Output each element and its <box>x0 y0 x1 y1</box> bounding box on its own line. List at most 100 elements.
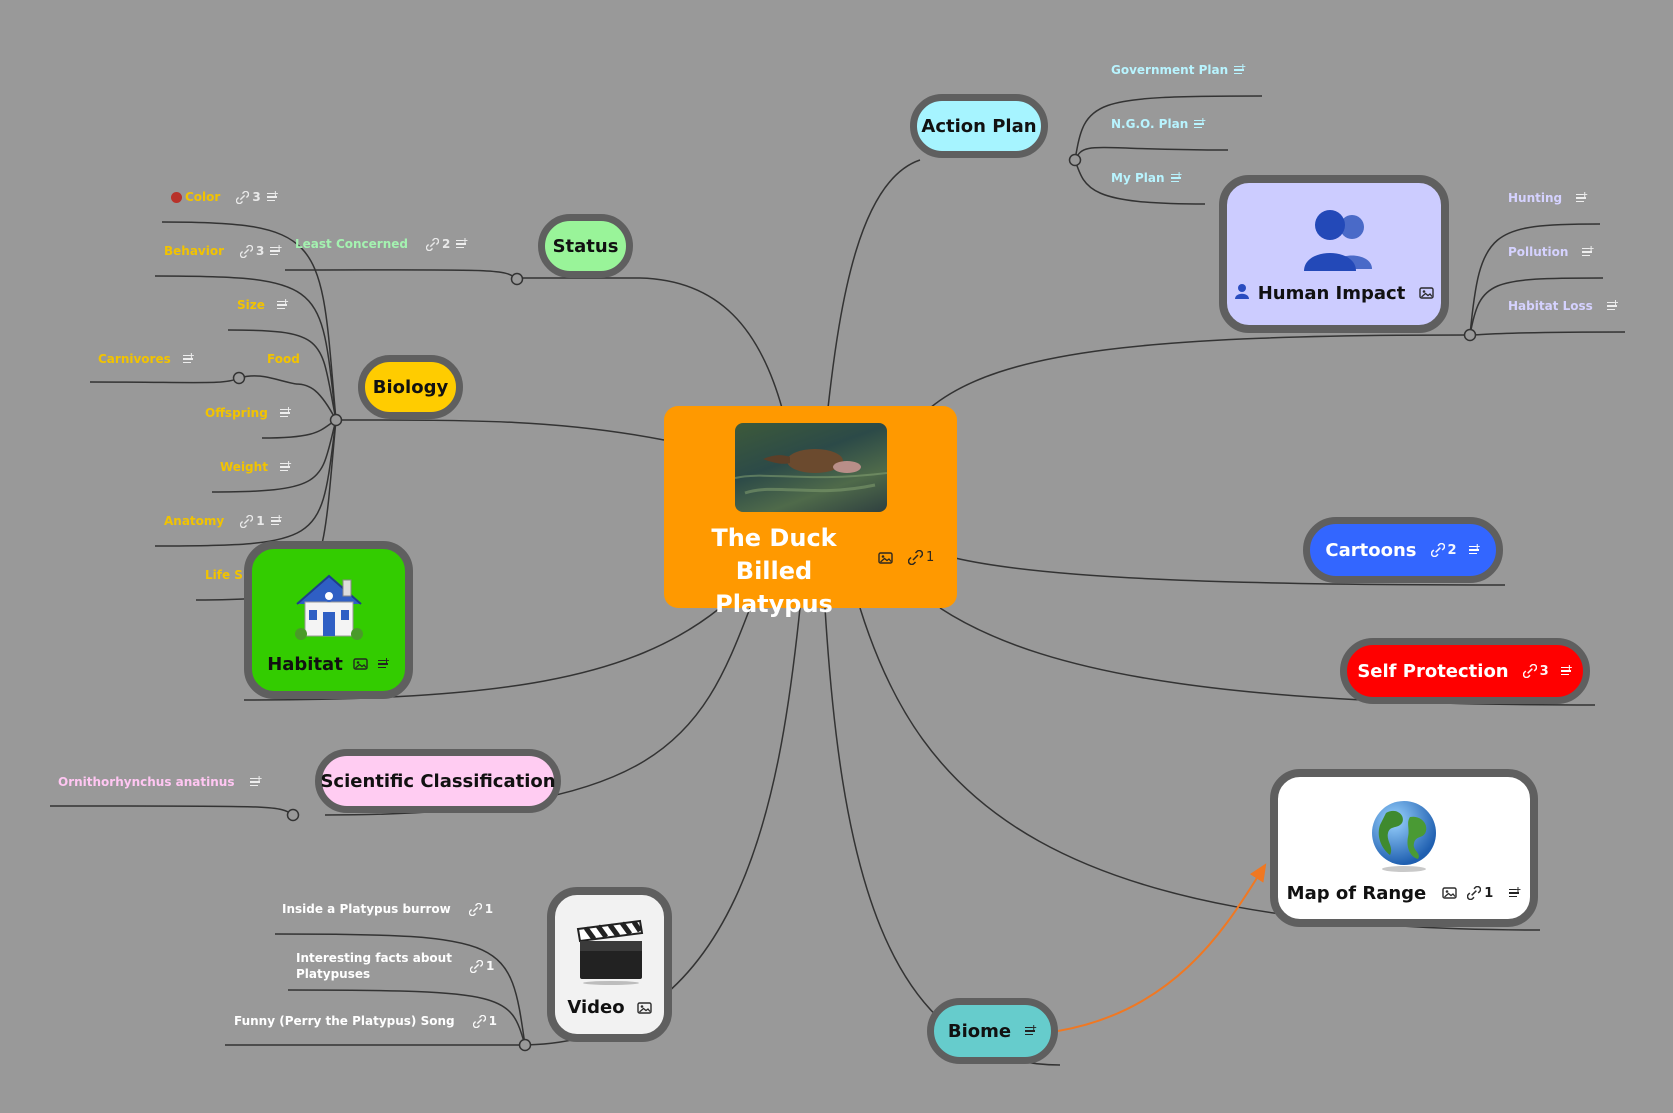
notes-icon[interactable]: + <box>1170 170 1183 184</box>
attachment-icon[interactable]: 2 <box>425 237 450 251</box>
image-icon[interactable] <box>1442 887 1457 899</box>
leaf-label-line1: Interesting facts about <box>296 951 452 965</box>
topic-biome-label: Biome <box>947 1020 1012 1042</box>
attachment-icon[interactable]: 1 <box>468 902 493 916</box>
leaf-pollution[interactable]: Pollution + <box>1508 244 1594 259</box>
attachment-icon[interactable]: 1 <box>472 1014 497 1028</box>
leaf-anatomy[interactable]: Anatomy 1 + <box>164 513 283 528</box>
topic-biome[interactable]: Biome + <box>927 998 1058 1064</box>
topic-video[interactable]: Video <box>547 887 672 1042</box>
notes-icon[interactable]: + <box>270 513 283 527</box>
leaf-label: Pollution <box>1508 245 1569 259</box>
attachment-icon[interactable]: 1 <box>1467 886 1493 901</box>
notes-icon[interactable]: + <box>1560 663 1573 677</box>
notes-icon[interactable]: + <box>250 774 262 788</box>
leaf-label: Color <box>185 190 221 204</box>
topic-status[interactable]: Status <box>538 214 633 278</box>
notes-icon[interactable]: + <box>1606 298 1619 312</box>
leaf-label: Interesting facts about Platypuses <box>296 950 452 982</box>
notes-icon[interactable]: + <box>276 297 289 311</box>
central-link-count: 1 <box>926 550 935 565</box>
link-count: 1 <box>488 1014 497 1028</box>
attachment-icon[interactable]: 2 <box>1430 543 1457 558</box>
attachment-icon[interactable]: 3 <box>1522 664 1549 679</box>
central-topic[interactable]: The Duck Billed Platypus 1 <box>664 406 957 618</box>
notes-icon[interactable]: + <box>377 656 390 670</box>
leaf-label: Anatomy <box>164 514 225 528</box>
topic-biology-label: Biology <box>372 376 449 398</box>
leaf-label: Size <box>237 298 265 312</box>
platypus-image <box>735 423 887 512</box>
leaf-interesting-facts[interactable]: Interesting facts about Platypuses 1 <box>296 950 494 982</box>
topic-action-plan[interactable]: Action Plan <box>910 94 1048 158</box>
leaf-label: Ornithorhynchus anatinus <box>58 775 235 789</box>
central-title-line1: The Duck Billed <box>711 524 837 585</box>
attachment-icon[interactable]: 3 <box>236 190 261 204</box>
topic-human-impact[interactable]: Human Impact <box>1219 175 1449 333</box>
link-count: 1 <box>256 514 265 528</box>
topic-status-label: Status <box>552 235 619 257</box>
topic-self-protection-label: Self Protection <box>1357 660 1509 682</box>
notes-icon[interactable]: + <box>456 236 468 250</box>
notes-icon[interactable]: + <box>1509 885 1521 899</box>
link-count: 3 <box>256 244 265 258</box>
notes-icon[interactable]: + <box>1582 244 1594 258</box>
link-count: 3 <box>252 190 261 204</box>
notes-icon[interactable]: + <box>1468 542 1481 556</box>
red-dot-marker <box>171 191 182 203</box>
notes-icon[interactable]: + <box>279 405 292 419</box>
topic-self-protection[interactable]: Self Protection 3 + <box>1340 638 1590 704</box>
image-icon[interactable] <box>636 1001 652 1014</box>
topic-video-label: Video <box>567 997 625 1018</box>
leaf-label: Food <box>267 352 300 366</box>
leaf-ornithorhynchus[interactable]: Ornithorhynchus anatinus + <box>58 774 262 789</box>
leaf-hunting[interactable]: Hunting + <box>1508 190 1588 205</box>
image-icon[interactable] <box>353 658 368 670</box>
attachment-icon[interactable]: 3 <box>240 244 264 258</box>
notes-icon[interactable]: + <box>1025 1023 1037 1037</box>
topic-habitat[interactable]: Habitat + <box>244 541 413 699</box>
attachment-icon[interactable]: 1 <box>469 959 495 973</box>
attachment-icon[interactable]: 1 <box>240 514 265 528</box>
topic-map-of-range[interactable]: Map of Range 1 + <box>1270 769 1538 927</box>
house-icon <box>291 570 367 646</box>
image-icon[interactable] <box>878 552 893 564</box>
topic-action-plan-label: Action Plan <box>921 115 1037 137</box>
leaf-perry-song[interactable]: Funny (Perry the Platypus) Song 1 <box>234 1014 497 1028</box>
notes-icon[interactable]: + <box>270 243 282 257</box>
leaf-government-plan[interactable]: Government Plan + <box>1111 62 1246 77</box>
leaf-inside-burrow[interactable]: Inside a Platypus burrow 1 <box>282 902 493 916</box>
leaf-behavior[interactable]: Behavior 3 + <box>164 243 282 258</box>
notes-icon[interactable]: + <box>279 459 292 473</box>
leaf-label: N.G.O. Plan <box>1111 117 1189 131</box>
leaf-my-plan[interactable]: My Plan + <box>1111 170 1183 185</box>
notes-icon[interactable]: + <box>1576 190 1588 204</box>
link-count: 1 <box>1484 885 1494 901</box>
notes-icon[interactable]: + <box>182 351 195 365</box>
leaf-carnivores[interactable]: Carnivores + <box>98 351 195 366</box>
image-icon[interactable] <box>1419 287 1435 299</box>
link-count: 1 <box>485 959 495 973</box>
leaf-weight[interactable]: Weight + <box>220 459 292 474</box>
topic-cartoons[interactable]: Cartoons 2 + <box>1303 517 1503 583</box>
leaf-label: Life Sp <box>205 568 252 582</box>
leaf-color[interactable]: Color 3 + <box>171 189 279 204</box>
leaf-label: Government Plan <box>1111 63 1229 77</box>
leaf-ngo-plan[interactable]: N.G.O. Plan + <box>1111 116 1206 131</box>
notes-icon[interactable]: + <box>266 189 279 203</box>
leaf-life-span[interactable]: Life Sp <box>205 568 252 582</box>
leaf-food[interactable]: Food <box>267 352 300 366</box>
leaf-habitat-loss[interactable]: Habitat Loss + <box>1508 298 1619 313</box>
attachment-icon[interactable]: 1 <box>908 550 934 565</box>
leaf-offspring[interactable]: Offspring + <box>205 405 292 420</box>
leaf-label: My Plan <box>1111 171 1165 185</box>
topic-scientific-classification[interactable]: Scientific Classification <box>315 749 561 813</box>
leaf-least-concerned[interactable]: Least Concerned 2 + <box>295 236 468 251</box>
leaf-label: Offspring <box>205 406 268 420</box>
notes-icon[interactable]: + <box>1194 116 1206 130</box>
leaf-size[interactable]: Size + <box>237 297 289 312</box>
topic-scientific-label: Scientific Classification <box>320 770 556 792</box>
notes-icon[interactable]: + <box>1234 62 1246 76</box>
topic-biology[interactable]: Biology <box>358 355 463 419</box>
